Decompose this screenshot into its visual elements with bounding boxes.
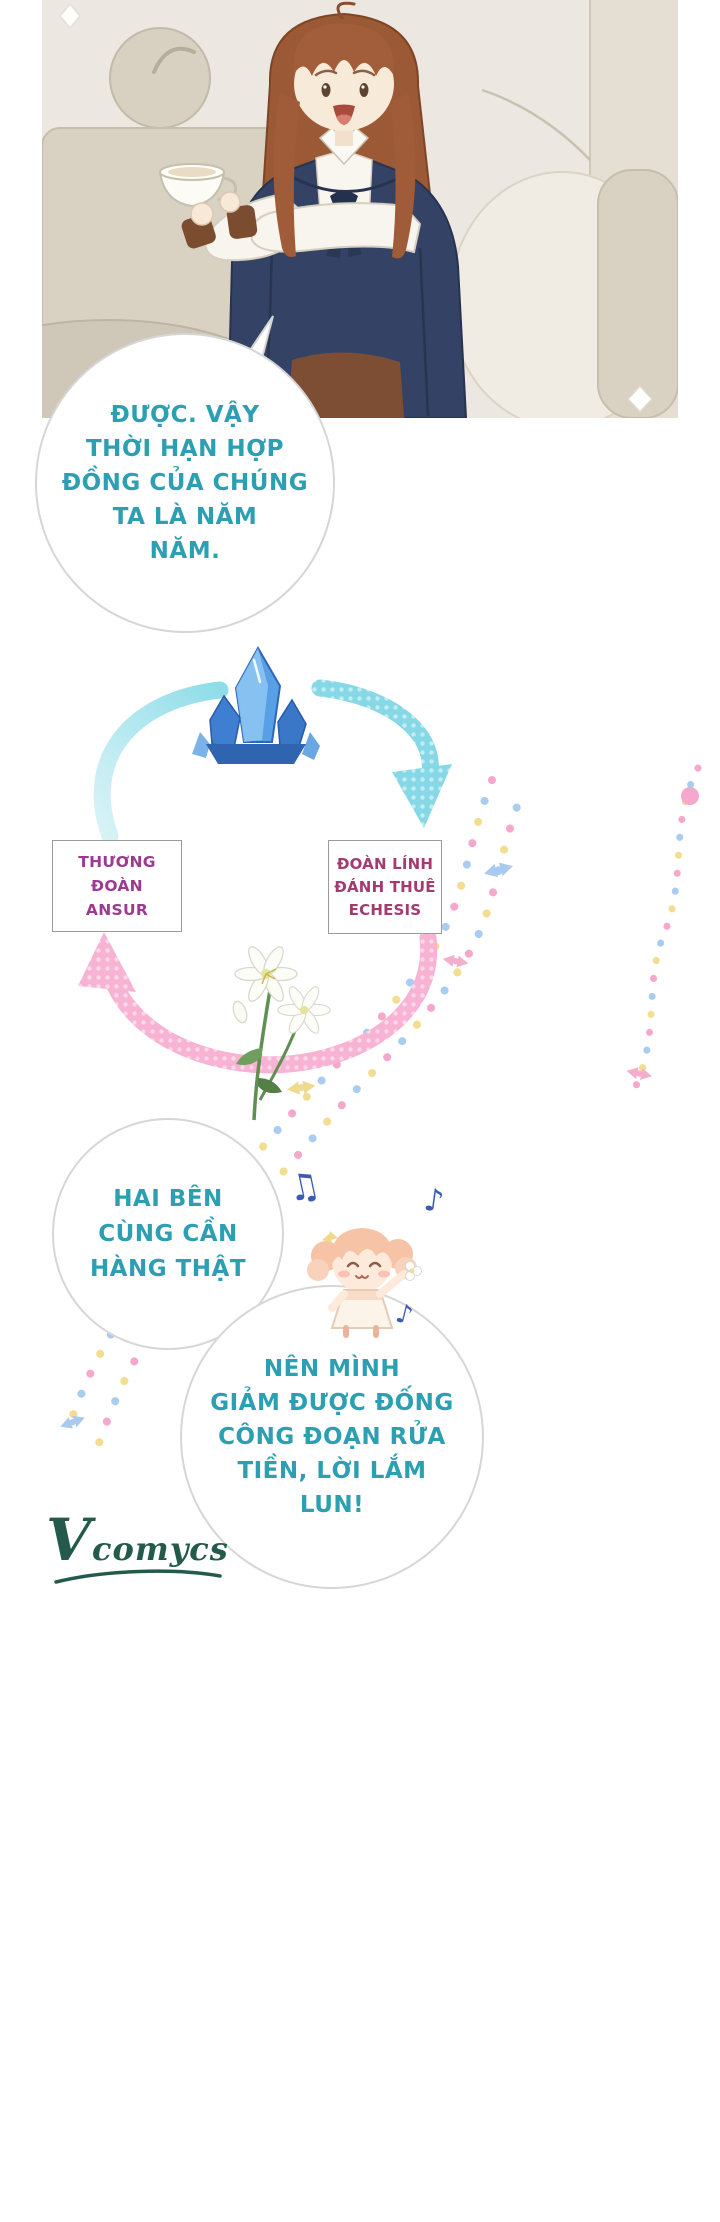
bubble1-line-1: ĐƯỢC. VẬY <box>110 402 260 428</box>
watermark-text: Vcomycs <box>46 1506 229 1574</box>
bubble1-line-5: NĂM. <box>149 538 221 564</box>
cycle-arrow-left <box>93 681 229 845</box>
motion-line <box>152 46 196 74</box>
lily-bloom <box>234 946 298 1002</box>
bubble3-line-3: CÔNG ĐOẠN RỬA <box>218 1424 446 1450</box>
teacup-icon <box>158 163 238 208</box>
lily-flowers <box>232 946 331 1121</box>
bubble3-line-1: NÊN MÌNH <box>263 1356 401 1382</box>
bubble2-line-3: HÀNG THẬT <box>89 1255 247 1282</box>
bubble3-line-5: LUN! <box>299 1492 365 1518</box>
pink-dot <box>681 787 699 805</box>
watermark-swoosh <box>54 1569 222 1584</box>
bubble1-line-2: THỜI HẠN HỢP <box>85 436 285 462</box>
sparkle-icon <box>59 2 81 30</box>
diagram-box-ansur: THƯƠNG ĐOÀN ANSUR <box>52 840 182 932</box>
speech-bubble-contract: ĐƯỢC. VẬY THỜI HẠN HỢP ĐỒNG CỦA CHÚNG TA… <box>35 333 335 633</box>
bow-icon <box>482 859 515 881</box>
echesis-line-3: ECHESIS <box>348 900 422 919</box>
ansur-line-1: THƯƠNG ĐOÀN <box>78 853 156 895</box>
echesis-line-2: ĐÁNH THUÊ <box>334 877 436 896</box>
cycle-diagram <box>78 645 452 1074</box>
dot-trail-right <box>632 764 702 1090</box>
bubble1-line-3: ĐỒNG CỦA CHÚNG <box>61 470 309 496</box>
chibi-character <box>307 1228 422 1338</box>
bubble3-line-2: GIẢM ĐƯỢC ĐỐNG <box>210 1390 454 1416</box>
ansur-line-2: ANSUR <box>85 901 149 919</box>
held-flower-icon <box>405 1261 422 1281</box>
speech-bubble-profit: NÊN MÌNH GIẢM ĐƯỢC ĐỐNG CÔNG ĐOẠN RỬA TI… <box>180 1285 484 1589</box>
speech-bubble-both-sides: HAI BÊN CÙNG CẦN HÀNG THẬT <box>52 1118 284 1350</box>
bubble2-line-2: CÙNG CẦN <box>98 1220 238 1247</box>
lily-bloom <box>277 986 331 1034</box>
character <box>158 1 468 418</box>
watermark-logo: Vcomycs <box>46 1506 229 1584</box>
cycle-arrow-right <box>311 679 452 828</box>
artwork-panel <box>42 0 678 418</box>
diagram-box-echesis: ĐOÀN LÍNH ĐÁNH THUÊ ECHESIS <box>328 840 442 934</box>
bubble1-line-4: TA LÀ NĂM <box>112 504 258 530</box>
echesis-line-1: ĐOÀN LÍNH <box>336 854 434 873</box>
panel-illustration <box>42 0 678 418</box>
bubble3-line-4: TIỀN, LỜI LẮM <box>237 1458 427 1484</box>
crystal-icon <box>192 645 320 764</box>
bubble2-line-1: HAI BÊN <box>113 1185 223 1212</box>
lily-bud <box>232 1000 248 1024</box>
sparkle-icon <box>626 384 654 414</box>
